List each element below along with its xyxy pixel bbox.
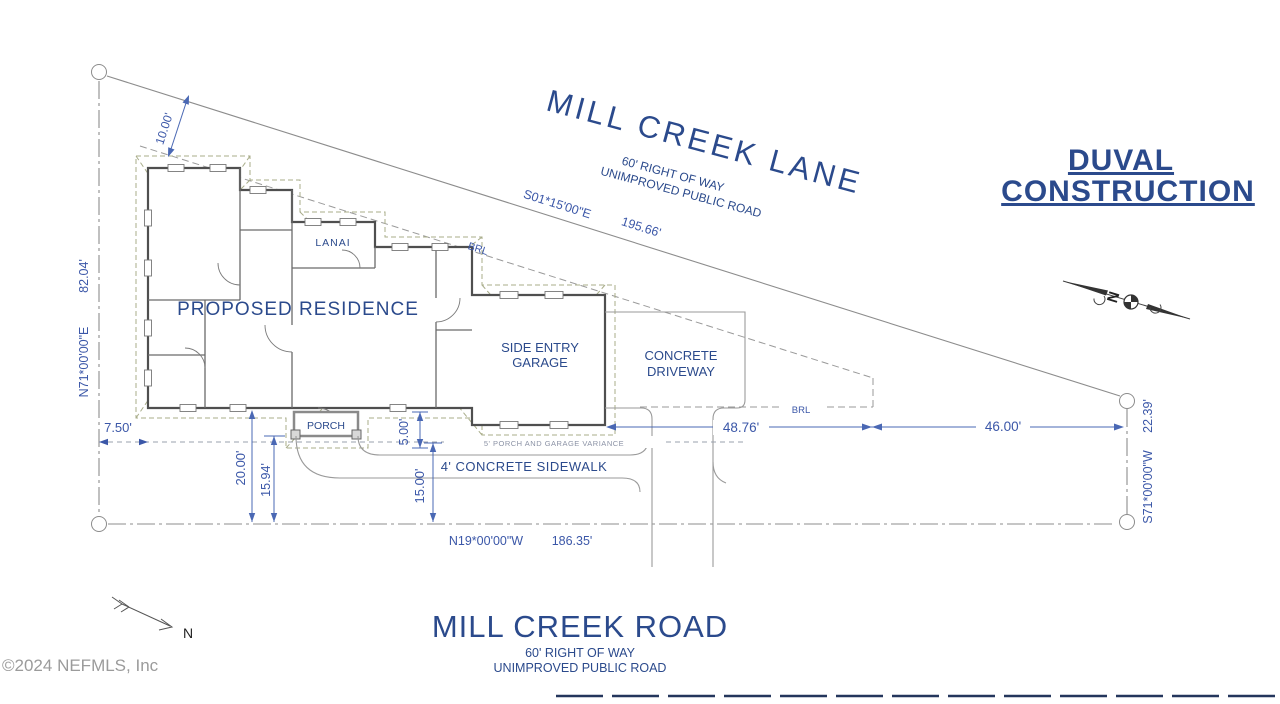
house-interior-walls <box>148 168 472 408</box>
lanai-label: LANAI <box>315 237 350 249</box>
dim-20-00-label: 20.00' <box>233 450 248 485</box>
north-bearing: S01*15'00"E <box>522 187 593 221</box>
copyright-text: ©2024 NEFMLS, Inc <box>2 656 159 675</box>
boundary-line-north <box>106 75 1121 397</box>
dim-15-94-label: 15.94' <box>259 463 273 497</box>
label-mask <box>779 404 823 415</box>
porch-label: PORCH <box>307 420 345 432</box>
west-distance: 82.04' <box>77 259 91 293</box>
east-distance: 22.39' <box>1141 399 1155 433</box>
south-distance: 186.35' <box>552 534 593 548</box>
dim-5-00-label: 5.00' <box>397 419 411 446</box>
driveway-label-line2: DRIVEWAY <box>647 364 715 379</box>
flatwork <box>295 311 746 567</box>
window-marks <box>144 164 569 429</box>
roof-overhang <box>135 155 616 449</box>
company-name-line1: DUVAL <box>1068 144 1174 177</box>
label-mask <box>444 436 664 448</box>
house-outer-walls <box>146 166 607 427</box>
driveway-outline <box>605 311 746 409</box>
dim-5-00: 5.00' <box>397 419 411 446</box>
sidewalk-bottom-line <box>295 435 641 493</box>
dim-48-76: 48.76' <box>723 420 759 435</box>
dim-arrow-icon <box>99 438 108 446</box>
corner-monument-icon <box>1119 514 1135 530</box>
driveway-label-line1: CONCRETE <box>645 348 718 363</box>
north-arrow-icon <box>111 596 174 631</box>
company-name-line2: CONSTRUCTION <box>1001 175 1255 208</box>
west-distance-label: 82.04' <box>77 259 91 293</box>
corner-monument-icon <box>91 516 107 532</box>
brl-diagonal <box>139 145 874 379</box>
garage-label-line1: SIDE ENTRY <box>501 340 579 355</box>
dim-46-00: 46.00' <box>985 419 1021 434</box>
dim-arrow-icon <box>139 438 148 446</box>
variance-line <box>99 436 745 448</box>
driveway-apron-right <box>712 407 725 567</box>
west-bearing-label: N71*00'00"E <box>77 327 91 398</box>
dim-7-50: 7.50' <box>104 420 132 435</box>
compass-north-arrow-icon <box>1062 280 1191 320</box>
north-distance-label: 195.66' <box>620 214 663 240</box>
brl-upper-text: BRL <box>466 240 489 258</box>
north-distance: 195.66' <box>620 214 663 240</box>
house <box>144 164 607 440</box>
compass-letter-label: N <box>1103 289 1122 304</box>
garage-label-line2: GARAGE <box>512 355 568 370</box>
building-restriction-line <box>139 145 874 408</box>
residence-label: PROPOSED RESIDENCE <box>177 299 419 320</box>
dim-15-00: 15.00' <box>412 468 427 503</box>
east-bearing-label: S71*00'00"W <box>1141 450 1155 524</box>
corner-monument-icon <box>91 64 107 80</box>
porch-structure <box>290 410 362 440</box>
dimension-lines <box>168 95 1124 522</box>
brl-lower-text: BRL <box>792 405 810 416</box>
dim-15-00-label: 15.00' <box>412 468 427 503</box>
dim-10-00: 10.00' <box>153 111 176 146</box>
north-letter: N <box>183 625 193 641</box>
sidewalk-label: 4' CONCRETE SIDEWALK <box>441 459 608 474</box>
lot-boundary <box>91 64 1135 532</box>
east-distance-label: 22.39' <box>1141 399 1155 433</box>
north-bearing-label: S01*15'00"E <box>522 187 593 221</box>
west-bearing: N71*00'00"E <box>77 327 91 398</box>
south-bearing: N19*00'00"W <box>449 534 523 548</box>
dim-20-00: 20.00' <box>233 450 248 485</box>
road-type: UNIMPROVED PUBLIC ROAD <box>494 661 667 675</box>
dim-10-00-label: 10.00' <box>153 111 176 146</box>
road-row: 60' RIGHT OF WAY <box>525 646 635 660</box>
dim-15-94: 15.94' <box>259 463 273 497</box>
east-bearing: S71*00'00"W <box>1141 450 1155 524</box>
compass-letter: N <box>1103 289 1122 304</box>
street-name-mill-creek-road: MILL CREEK ROAD <box>432 609 728 644</box>
variance-label: 5' PORCH AND GARAGE VARIANCE <box>484 439 624 448</box>
corner-monument-icon <box>1119 393 1135 409</box>
brl-upper-label: BRL <box>466 240 489 258</box>
driveway-apron-left <box>640 407 653 567</box>
sidewalk-right-fillet <box>712 461 727 484</box>
